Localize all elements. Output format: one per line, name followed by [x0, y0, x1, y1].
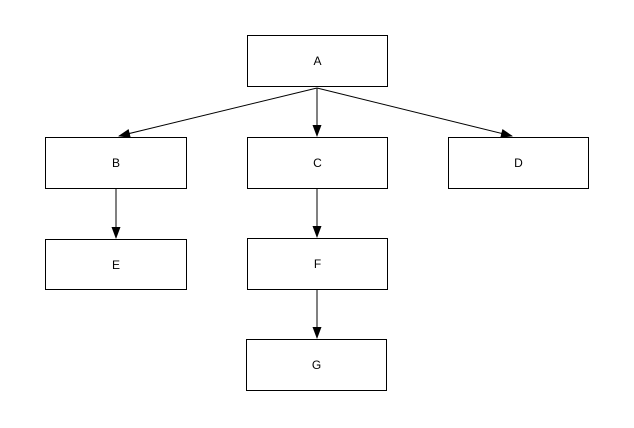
node-F-label: F — [313, 257, 322, 271]
node-C: C — [247, 137, 388, 189]
node-E: E — [45, 239, 187, 290]
node-D: D — [448, 137, 589, 189]
node-E-label: E — [111, 257, 120, 272]
edge-A-B — [118, 87, 318, 138]
node-A-label: A — [313, 54, 322, 68]
node-D-label: D — [514, 156, 523, 170]
node-A: A — [247, 35, 388, 87]
node-B: B — [45, 137, 187, 189]
edge-A-D — [316, 87, 513, 138]
node-G: G — [246, 339, 387, 391]
edge-group — [111, 87, 513, 339]
node-F: F — [247, 238, 388, 290]
node-G-label: G — [311, 358, 322, 372]
node-C-label: C — [313, 156, 322, 170]
node-B-label: B — [111, 156, 120, 170]
